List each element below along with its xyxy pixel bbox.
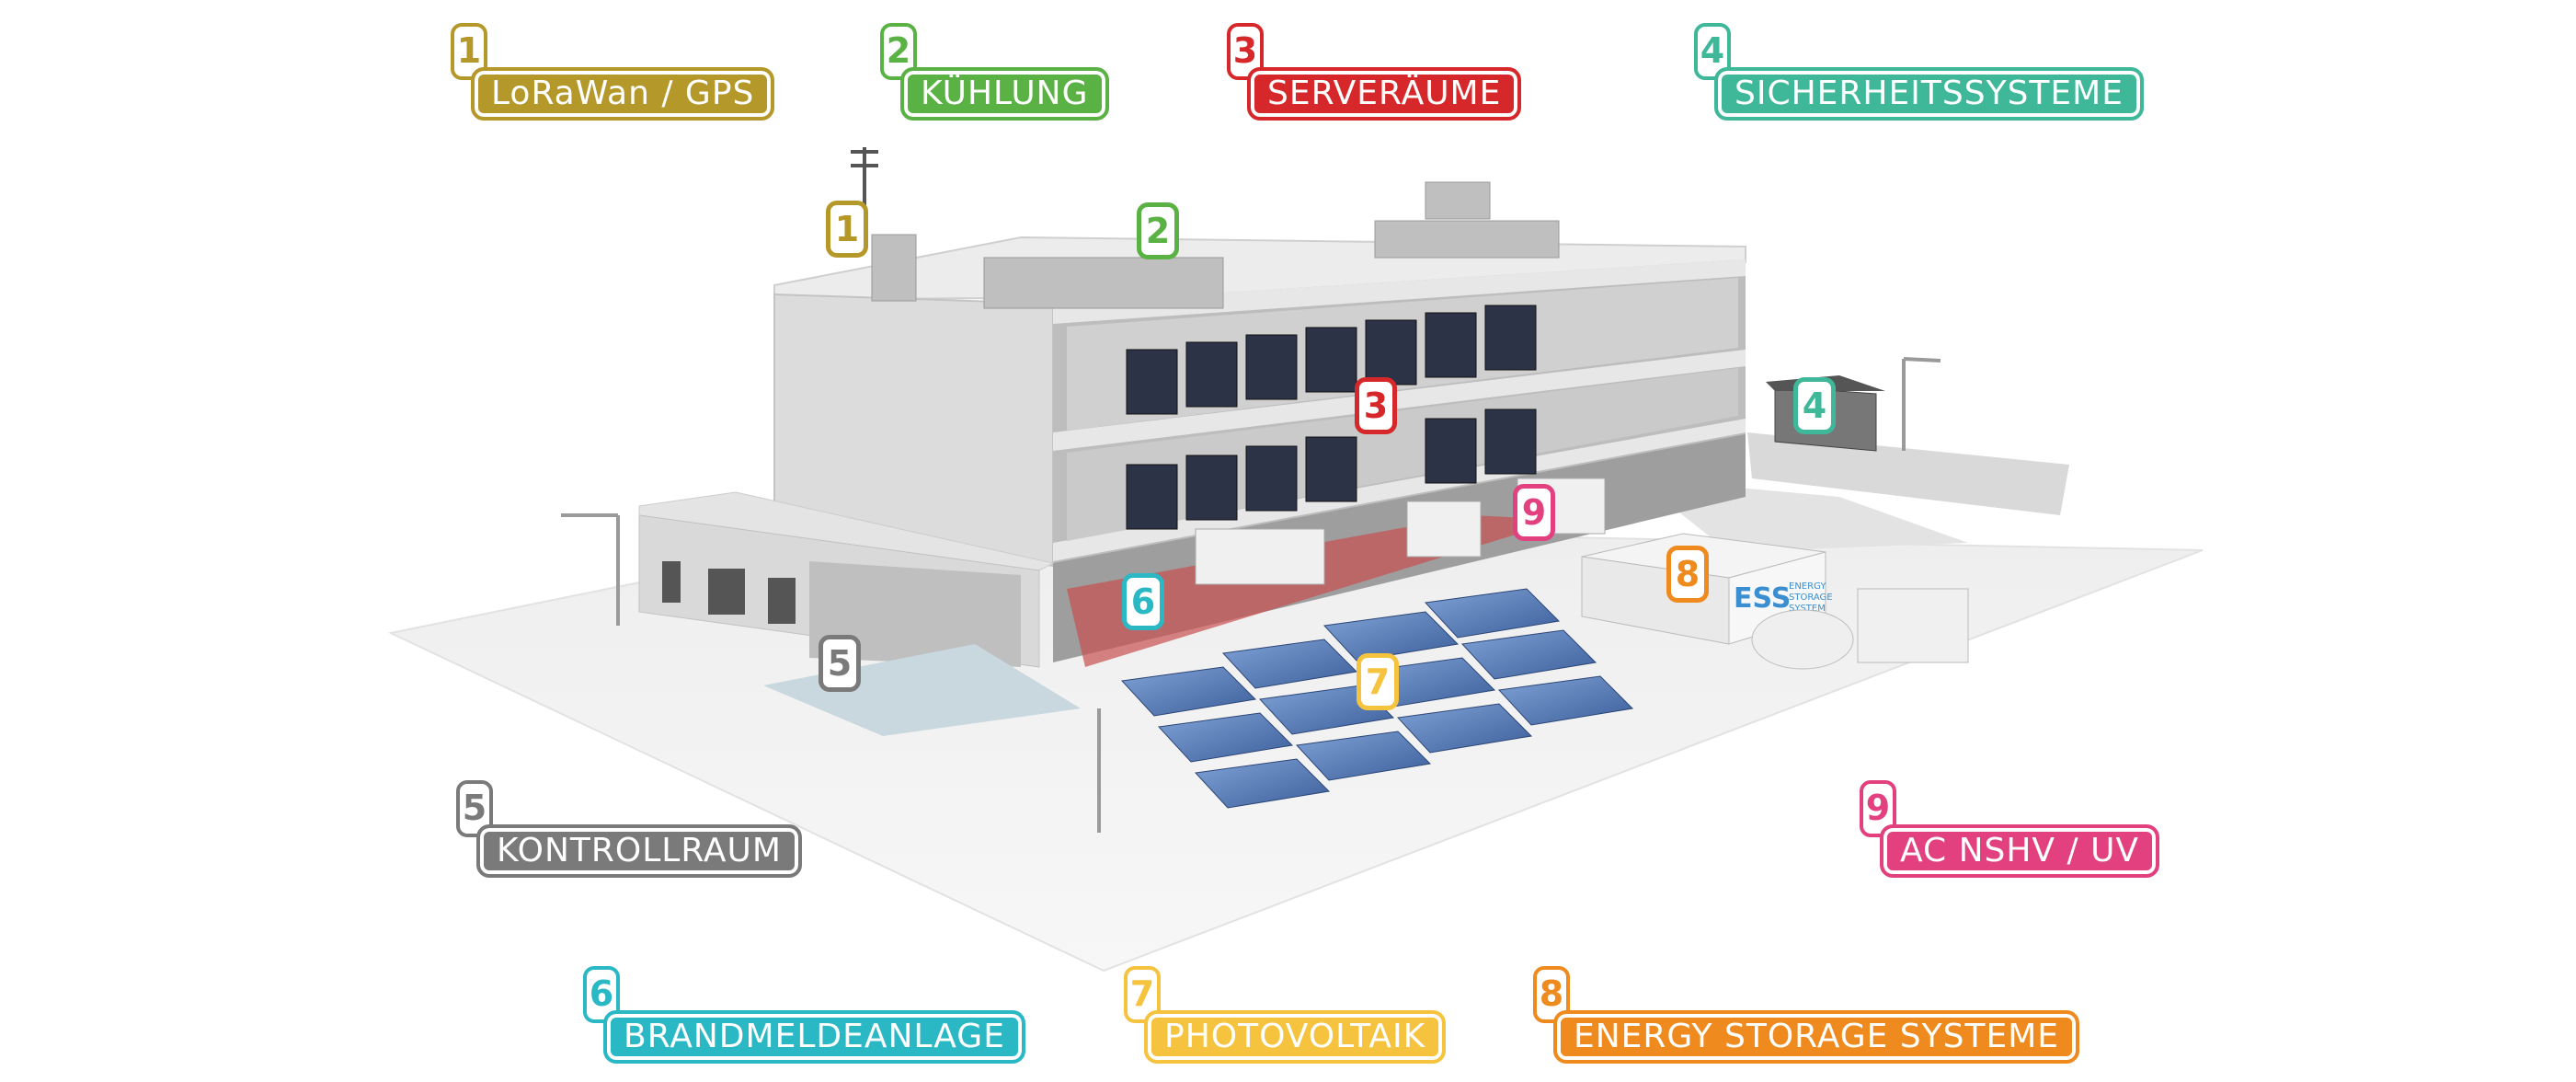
floor-slab-2: [1053, 350, 1746, 451]
legend-label: SICHERHEITSSYSTEME: [1714, 67, 2144, 121]
marker-6: 6: [1122, 573, 1164, 630]
server-racks-upper: [1126, 305, 1537, 415]
floor-slab-1: [1053, 419, 1746, 561]
legend-label: KÜHLUNG: [900, 67, 1109, 121]
marker-2: 2: [1137, 202, 1179, 259]
marker-8: 8: [1666, 546, 1709, 603]
ess-line3-text: SYSTEM: [1789, 604, 1826, 614]
legend-label: PHOTOVOLTAIK: [1144, 1010, 1447, 1064]
generator-unit: [1857, 588, 1969, 663]
ess-line1-text: ENERGY: [1789, 581, 1826, 592]
legend-label: LoRaWan / GPS: [471, 67, 775, 121]
legend-number: 4: [1694, 23, 1731, 80]
server-racks-lower: [1126, 409, 1537, 530]
legend-label: KONTROLLRAUM: [476, 824, 802, 878]
street-lamps: [561, 357, 1941, 833]
legend-number: 6: [583, 966, 620, 1023]
legend-number: 7: [1124, 966, 1161, 1023]
marker-9: 9: [1513, 484, 1555, 541]
marker-5: 5: [819, 635, 861, 692]
legend-number: 5: [456, 780, 493, 837]
control-room-interior: [809, 561, 1021, 667]
legend-label: SERVERÄUME: [1247, 67, 1522, 121]
control-room-roof: [638, 491, 1055, 571]
marker-4: 4: [1793, 377, 1836, 434]
floor-slab-3: [1053, 259, 1746, 324]
legend-label: BRANDMELDEANLAGE: [603, 1010, 1025, 1064]
legend-number: 1: [451, 23, 487, 80]
ess-line2-text: STORAGE: [1789, 593, 1833, 603]
marker-3: 3: [1355, 377, 1397, 434]
legend-number: 3: [1227, 23, 1264, 80]
storage-tank: [1751, 609, 1854, 670]
solar-field: [1120, 588, 1634, 809]
road: [1747, 432, 2069, 515]
ess-brand-text: ESS: [1734, 582, 1791, 615]
rooftop-units: [871, 181, 1560, 309]
marker-7: 7: [1357, 653, 1399, 710]
legend-label: ENERGY STORAGE SYSTEME: [1553, 1010, 2080, 1064]
marker-1: 1: [826, 201, 868, 258]
control-room-windows: [662, 561, 796, 624]
legend-label: AC NSHV / UV: [1880, 824, 2160, 878]
control-room-patio: [763, 644, 1081, 736]
